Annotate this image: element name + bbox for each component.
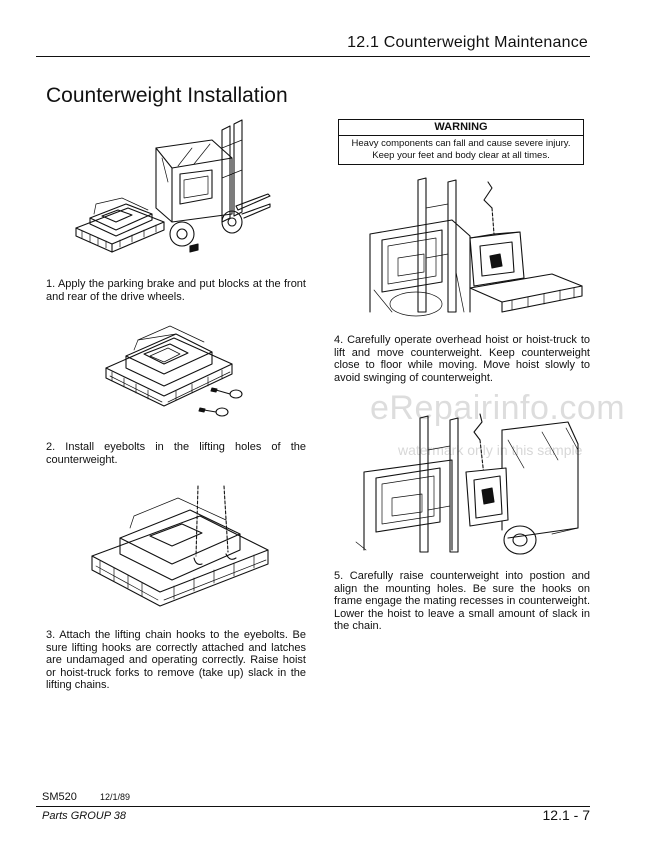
step-4-text: 4. Carefully operate overhead hoist or h… [334, 334, 590, 384]
warning-title: WARNING [339, 120, 583, 136]
watermark-brand: eRepairinfo.com [370, 389, 626, 427]
step-2-text: 2. Install eyebolts in the lifting holes… [46, 441, 306, 466]
step-5-text: 5. Carefully raise counterweight into po… [334, 570, 590, 632]
page-header-title: 12.1 Counterweight Maintenance [347, 34, 588, 51]
lifting-chains-illustration [91, 485, 269, 607]
counterweight-eyebolts-illustration [105, 325, 243, 417]
footer-doc-id: SM520 [42, 791, 77, 803]
header-rule [36, 56, 590, 57]
warning-line-1: Heavy components can fall and cause seve… [351, 138, 571, 149]
footer-page-number: 12.1 - 7 [542, 807, 590, 823]
section-title: Counterweight Installation [46, 84, 288, 107]
footer-group: Parts GROUP 38 [42, 810, 126, 822]
forklift-counterweight-illustration [75, 119, 271, 253]
watermark-note: watermark only in this sample [398, 442, 583, 458]
warning-line-2: Keep your feet and body clear at all tim… [372, 149, 550, 161]
warning-box: WARNING Heavy components can fall and ca… [338, 119, 584, 165]
step-1-text: 1. Apply the parking brake and put block… [46, 278, 306, 303]
footer-rule [36, 806, 590, 807]
footer-date: 12/1/89 [100, 792, 131, 802]
hoist-counterweight-illustration [369, 177, 583, 317]
warning-text: Heavy components can fall and cause seve… [343, 138, 579, 161]
counterweight-align-illustration [355, 413, 579, 555]
step-3-text: 3. Attach the lifting chain hooks to the… [46, 629, 306, 691]
